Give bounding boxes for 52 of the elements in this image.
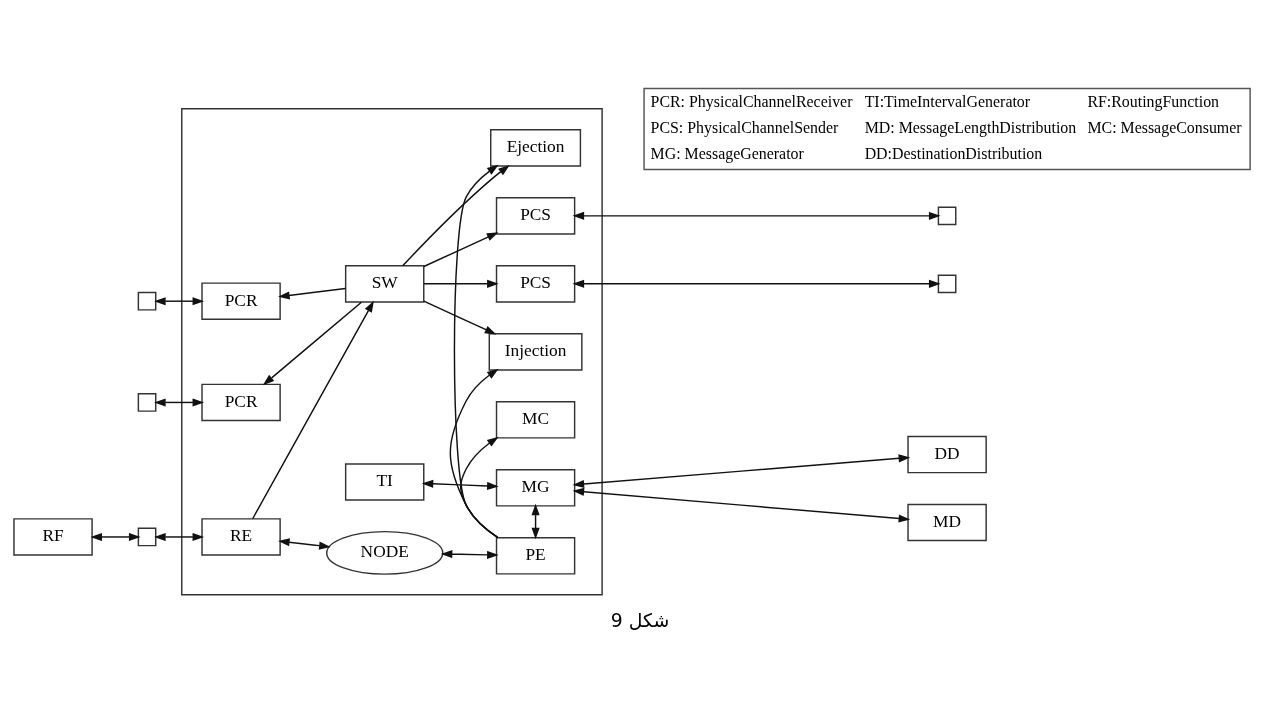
arrow [402,164,510,266]
node-box [937,273,957,293]
label: TI:TimeIntervalGenerator [864,92,1031,110]
node-box: PCS [495,196,576,235]
arrow [423,279,499,288]
arrow [90,532,141,541]
label: MG: MessageGenerator [650,144,804,162]
node-box: MC [495,400,576,439]
arrow [278,287,347,299]
arrow [421,479,499,490]
arrow [423,299,497,334]
arrow [440,549,499,559]
node-box [937,205,957,225]
node-box: PE [495,536,576,575]
node-box: PCR [201,383,281,421]
arrow [453,164,499,538]
arrow [154,397,205,406]
node-box [137,392,157,412]
arrow [572,487,911,523]
arrow [449,368,499,538]
arrow [278,537,331,550]
arrow [572,279,941,288]
cluster [181,107,603,596]
label: MD: MessageLengthDistribution [864,118,1077,136]
node-box: Injection [488,332,583,371]
node-box: DD [907,435,987,473]
arrow [154,296,205,305]
arrow [423,231,499,267]
node-box: RF [13,517,93,556]
node-box [137,527,157,546]
node-box: TI [344,462,425,501]
caption: شکل 9 [610,609,670,631]
label: RF:RoutingFunction [1087,92,1220,110]
arrow [572,211,941,220]
node-ellipse: NODE [325,530,444,575]
label: MC: MessageConsumer [1087,118,1242,136]
node-box: PCS [495,264,576,303]
node-box: PCR [201,281,281,320]
arrow [459,436,499,538]
node-box: MG [495,468,576,507]
node-box: SW [344,264,425,303]
arrow [572,453,911,488]
arrow [262,301,363,385]
node-box [137,291,157,311]
arrow [154,532,205,541]
node-box: Ejection [490,128,582,167]
label: DD:DestinationDistribution [864,144,1043,162]
label: PCR: PhysicalChannelReceiver [650,92,853,110]
node-box: RE [201,517,281,556]
arrow [251,300,374,519]
label: PCS: PhysicalChannelSender [650,118,839,136]
node-box: MD [907,503,987,541]
